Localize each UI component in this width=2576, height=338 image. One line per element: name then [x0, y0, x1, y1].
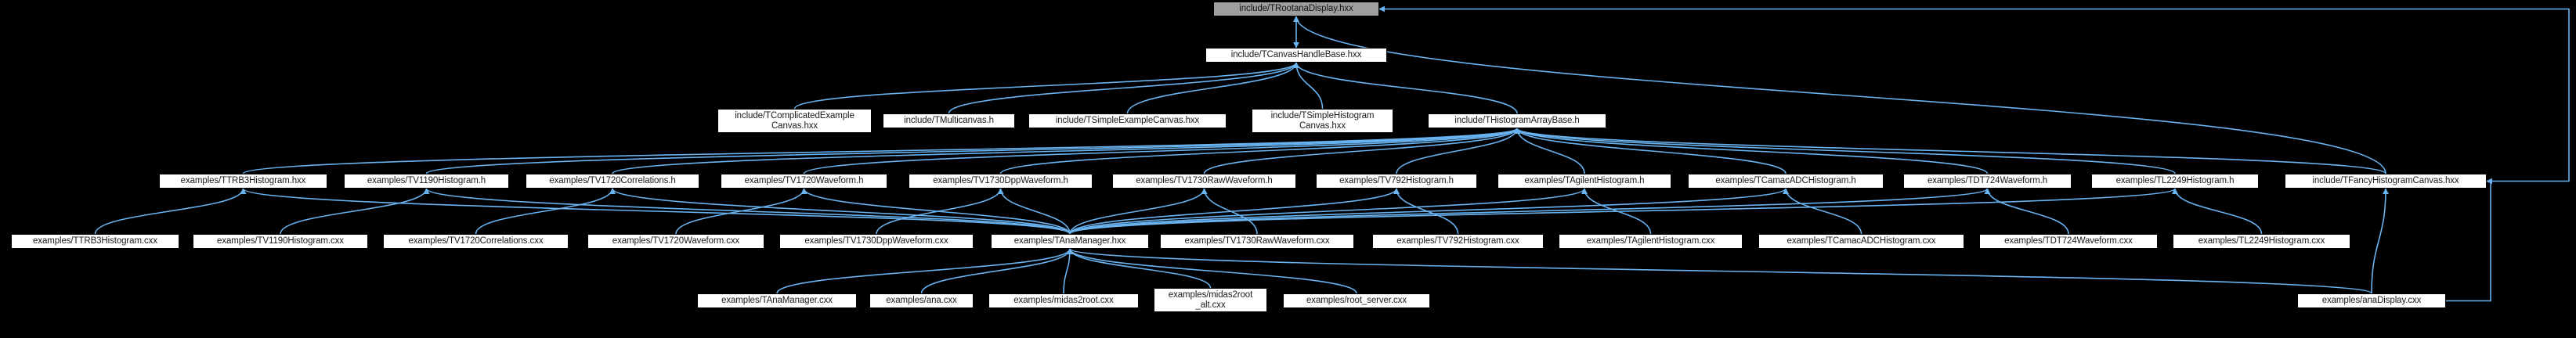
graph-edge-n24-to-n17 — [1070, 189, 2175, 234]
graph-node-n27[interactable]: examples/TAgilentHistogram.cxx — [1559, 234, 1743, 249]
graph-edge-n24-to-n16 — [1070, 189, 1988, 234]
graph-node-n28[interactable]: examples/TCamacADCHistogram.cxx — [1758, 234, 1964, 249]
graph-edge-n14-to-n6 — [1517, 128, 1584, 174]
graph-edge-n4-to-n1 — [1128, 63, 1297, 113]
graph-node-n21[interactable]: examples/TV1720Correlations.cxx — [383, 234, 569, 249]
graph-edge-n24-to-n11 — [1001, 189, 1071, 234]
graph-edge-n35-to-n24 — [1070, 249, 1357, 293]
graph-edge-n10-to-n6 — [804, 128, 1518, 174]
graph-edge-n22-to-n10 — [676, 189, 804, 234]
graph-node-n2[interactable]: include/TComplicatedExample Canvas.hxx — [717, 109, 872, 133]
graph-edge-n18-to-n6 — [1517, 128, 2386, 174]
graph-node-n16[interactable]: examples/TDT724Waveform.h — [1903, 174, 2072, 189]
graph-edge-n21-to-n9 — [476, 189, 613, 234]
graph-edge-n11-to-n6 — [1001, 128, 1518, 174]
graph-node-n17[interactable]: examples/TL2249Histogram.h — [2091, 174, 2259, 189]
graph-edge-n30-to-n17 — [2175, 189, 2262, 234]
graph-edge-n36-to-n24 — [1070, 249, 2372, 293]
graph-edge-n24-to-n12 — [1070, 189, 1205, 234]
graph-edge-fancyhistogramcanvas-to-rootanadisplay — [1379, 9, 2569, 182]
graph-node-n32[interactable]: examples/ana.cxx — [869, 293, 974, 308]
graph-node-n0[interactable]: include/TRootanaDisplay.hxx — [1213, 2, 1379, 16]
graph-edge-n24-to-n13 — [1070, 189, 1396, 234]
graph-edge-n18-to-n0 — [1296, 16, 2386, 174]
graph-edge-n3-to-n1 — [949, 63, 1297, 113]
graph-edge-n20-to-n8 — [280, 189, 427, 234]
graph-node-n19[interactable]: examples/TTRB3Histogram.cxx — [11, 234, 179, 249]
graph-node-n11[interactable]: examples/TV1730DppWaveform.h — [909, 174, 1093, 189]
graph-edge-anadisplay-to-fancyhistogramcanvas — [2446, 182, 2491, 301]
graph-edge-n9-to-n6 — [612, 128, 1517, 174]
graph-edge-n28-to-n15 — [1786, 189, 1862, 234]
graph-edge-n6-to-n1 — [1296, 63, 1517, 113]
graph-edge-n33-to-n24 — [1064, 249, 1070, 293]
graph-node-n5[interactable]: include/TSimpleHistogram Canvas.hxx — [1252, 109, 1393, 133]
graph-edge-n25-to-n12 — [1205, 189, 1258, 234]
graph-node-n4[interactable]: include/TSimpleExampleCanvas.hxx — [1028, 113, 1227, 128]
graph-node-n25[interactable]: examples/TV1730RawWaveform.cxx — [1160, 234, 1354, 249]
graph-edge-n16-to-n6 — [1517, 128, 1988, 174]
graph-edge-n36-to-n18 — [2372, 189, 2386, 293]
graph-node-n18[interactable]: include/TFancyHistogramCanvas.hxx — [2285, 174, 2487, 189]
graph-edge-n24-to-n14 — [1070, 189, 1584, 234]
graph-edge-n7-to-n6 — [244, 128, 1518, 174]
graph-edge-n24-to-n15 — [1070, 189, 1786, 234]
graph-node-n13[interactable]: examples/TV792Histogram.h — [1316, 174, 1477, 189]
graph-node-n1[interactable]: include/TCanvasHandleBase.hxx — [1205, 48, 1387, 63]
graph-edge-n12-to-n6 — [1205, 128, 1518, 174]
graph-edge-n15-to-n6 — [1517, 128, 1786, 174]
graph-edge-n27-to-n14 — [1584, 189, 1651, 234]
graph-node-n23[interactable]: examples/TV1730DppWaveform.cxx — [779, 234, 974, 249]
graph-edge-n23-to-n11 — [876, 189, 1001, 234]
graph-edge-n29-to-n16 — [1988, 189, 2069, 234]
graph-node-n20[interactable]: examples/TV1190Histogram.cxx — [193, 234, 368, 249]
graph-node-n29[interactable]: examples/TDT724Waveform.cxx — [1979, 234, 2158, 249]
graph-edge-n8-to-n6 — [427, 128, 1518, 174]
graph-node-n9[interactable]: examples/TV1720Correlations.h — [526, 174, 699, 189]
graph-edge-n24-to-n9 — [612, 189, 1070, 234]
graph-edge-n24-to-n8 — [427, 189, 1071, 234]
graph-edge-n19-to-n7 — [96, 189, 244, 234]
graph-node-n15[interactable]: examples/TCamacADCHistogram.h — [1688, 174, 1884, 189]
graph-node-n24[interactable]: examples/TAnaManager.hxx — [991, 234, 1149, 249]
graph-node-n36[interactable]: examples/anaDisplay.cxx — [2297, 293, 2446, 308]
graph-node-n31[interactable]: examples/TAnaManager.cxx — [697, 293, 857, 308]
graph-edge-n2-to-n1 — [795, 63, 1297, 109]
graph-edge-n5-to-n1 — [1296, 63, 1323, 109]
graph-node-n30[interactable]: examples/TL2249Histogram.cxx — [2173, 234, 2350, 249]
graph-node-n7[interactable]: examples/TTRB3Histogram.hxx — [159, 174, 327, 189]
graph-edge-n26-to-n13 — [1396, 189, 1458, 234]
graph-node-n34[interactable]: examples/midas2root _alt.cxx — [1154, 288, 1267, 312]
graph-node-n14[interactable]: examples/TAgilentHistogram.h — [1498, 174, 1671, 189]
graph-node-n10[interactable]: examples/TV1720Waveform.h — [721, 174, 887, 189]
graph-edge-n24-to-n10 — [804, 189, 1071, 234]
graph-node-n33[interactable]: examples/midas2root.cxx — [988, 293, 1139, 308]
graph-edge-n13-to-n6 — [1396, 128, 1517, 174]
graph-node-n6[interactable]: include/THistogramArrayBase.h — [1428, 113, 1606, 128]
graph-node-n22[interactable]: examples/TV1720Waveform.cxx — [587, 234, 764, 249]
graph-node-n35[interactable]: examples/root_server.cxx — [1283, 293, 1430, 308]
graph-edge-n34-to-n24 — [1070, 249, 1211, 288]
graph-edge-n31-to-n24 — [777, 249, 1070, 293]
graph-node-n3[interactable]: include/TMulticanvas.h — [883, 113, 1015, 128]
graph-node-n12[interactable]: examples/TV1730RawWaveform.h — [1112, 174, 1296, 189]
graph-node-n8[interactable]: examples/TV1190Histogram.h — [344, 174, 509, 189]
graph-node-n26[interactable]: examples/TV792Histogram.cxx — [1372, 234, 1544, 249]
graph-edge-n32-to-n24 — [922, 249, 1071, 293]
graph-edge-n24-to-n7 — [244, 189, 1071, 234]
graph-edge-n17-to-n6 — [1517, 128, 2175, 174]
